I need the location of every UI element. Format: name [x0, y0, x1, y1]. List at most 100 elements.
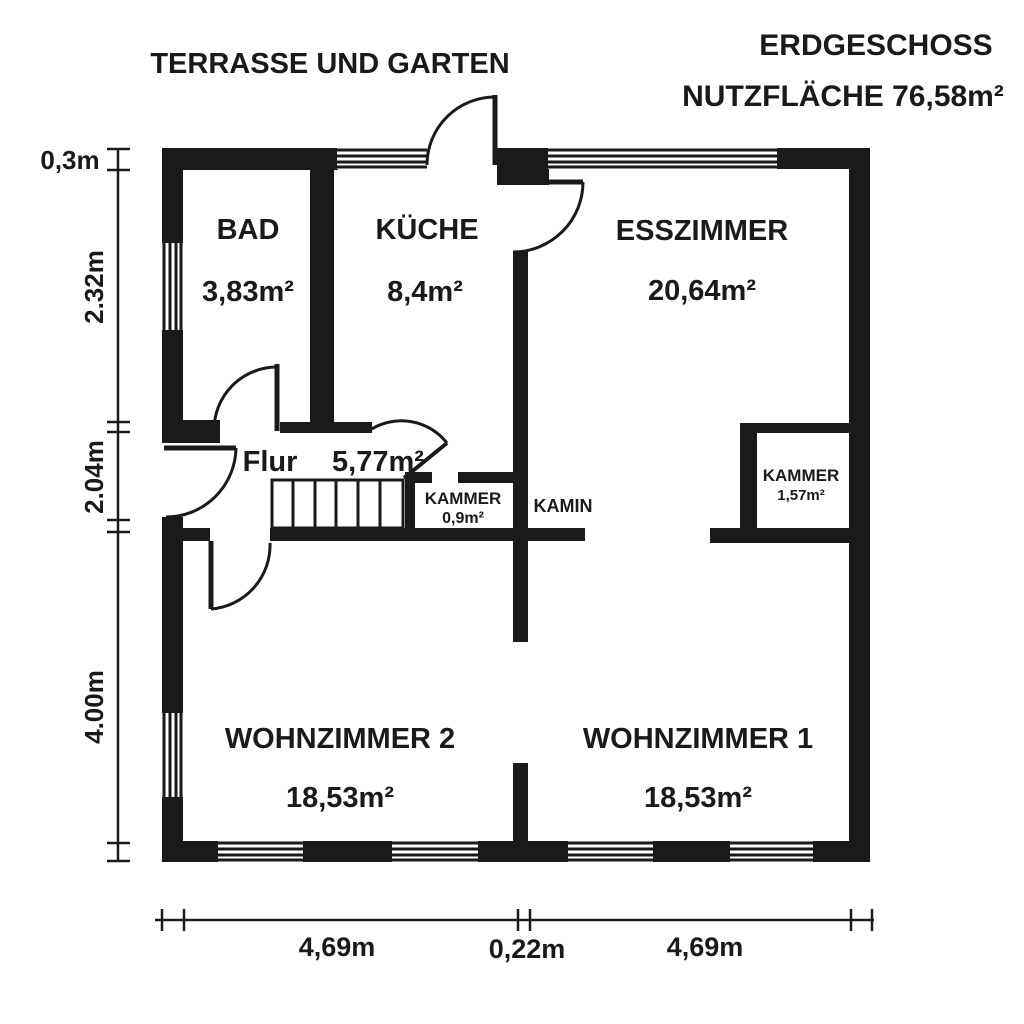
door-swing-arc	[425, 95, 496, 166]
window-bad	[162, 243, 183, 330]
stairs	[270, 478, 405, 530]
room-area-flur: 5,77m²	[332, 446, 424, 478]
dim-ticks-left	[107, 147, 130, 863]
interior-walls	[162, 169, 853, 841]
room-label-wohnzimmer2: WOHNZIMMER 2	[225, 723, 455, 755]
window-wohnzimmer2-west	[162, 713, 183, 797]
wall-flur-south-right	[270, 528, 585, 541]
window-bottom-3	[568, 841, 653, 862]
door-bad	[212, 364, 280, 431]
wall-wohnzimmer-divider	[513, 763, 528, 841]
dimension-lines: 0,3m 2.32m 2.04m 4.00m 4,69m 0,22m 4,69m	[40, 145, 874, 964]
dim-label-2-04m: 2.04m	[79, 440, 109, 514]
door-leaf	[402, 441, 449, 480]
door-terrace	[425, 95, 498, 166]
room-label-wohnzimmer1: WOHNZIMMER 1	[583, 723, 813, 755]
usable-area-label: NUTZFLÄCHE 76,58m²	[682, 80, 1004, 113]
windows	[162, 148, 813, 862]
window-glass-lines	[218, 841, 303, 862]
room-label-kamin: KAMIN	[534, 496, 593, 516]
window-pane	[337, 148, 427, 169]
terrace-label: TERRASSE UND GARTEN	[150, 48, 509, 80]
window-pane	[218, 841, 303, 862]
door-swing-arc	[165, 447, 238, 519]
wall-middle-vertical	[513, 252, 528, 642]
wall-bottom-3	[478, 841, 568, 862]
room-area-bad: 3,83m²	[202, 276, 294, 308]
wall-bad-kueche	[310, 169, 334, 422]
room-label-kueche: KÜCHE	[375, 213, 478, 246]
wall-esszimmer-south	[710, 528, 853, 543]
room-label-flur: Flur	[243, 446, 298, 478]
wall-left-1	[162, 148, 183, 243]
wall-bottom-2	[303, 841, 392, 862]
door-entrance	[164, 445, 238, 519]
wall-top-right	[777, 148, 870, 169]
window-glass-lines	[548, 148, 777, 169]
door-kueche-flur	[369, 419, 449, 480]
dim-label-0-22m: 0,22m	[489, 934, 566, 964]
wall-kammer-gross-top	[740, 423, 853, 433]
wall-bottom-5	[813, 841, 870, 862]
stairs-treads	[291, 480, 382, 528]
door-wohnzimmer2	[208, 541, 272, 611]
wall-left-3	[162, 517, 183, 713]
doors	[164, 95, 585, 611]
window-glass-lines	[392, 841, 478, 862]
window-glass-lines	[162, 243, 183, 330]
window-bottom-1	[218, 841, 303, 862]
dim-label-4-69m-left: 4,69m	[299, 932, 376, 962]
room-label-kammer-gross: KAMMER	[763, 466, 840, 485]
room-area-kueche: 8,4m²	[387, 276, 463, 308]
wall-flur-south-left	[162, 528, 210, 541]
window-glass-lines	[337, 148, 427, 169]
wall-bad-south	[162, 420, 220, 443]
room-area-wohnzimmer2: 18,53m²	[286, 782, 394, 814]
wall-left-2	[162, 330, 183, 443]
window-glass-lines	[568, 841, 653, 862]
window-bottom-4	[730, 841, 813, 862]
window-glass-lines	[162, 713, 183, 797]
room-label-kammer-klein: KAMMER	[425, 489, 502, 508]
door-swing-arc	[512, 181, 585, 254]
room-labels: BAD 3,83m² KÜCHE 8,4m² ESSZIMMER 20,64m²…	[202, 213, 839, 814]
window-esszimmer	[548, 148, 777, 169]
wall-kammer-klein-top-right	[458, 472, 513, 483]
wall-bottom-1	[162, 841, 218, 862]
wall-kammer-klein-left	[405, 472, 415, 530]
dim-label-0-3m: 0,3m	[40, 145, 99, 175]
window-pane	[568, 841, 653, 862]
window-pane	[162, 243, 183, 330]
room-label-bad: BAD	[217, 214, 280, 246]
room-area-kammer-klein: 0,9m²	[442, 510, 484, 527]
window-pane	[162, 713, 183, 797]
dim-label-4-00m: 4.00m	[79, 670, 109, 744]
window-kueche	[337, 148, 427, 169]
wall-kammer-klein-top-left	[405, 472, 432, 483]
wall-kueche-south	[280, 422, 372, 433]
window-pane	[548, 148, 777, 169]
room-area-esszimmer: 20,64m²	[648, 275, 756, 307]
wall-right	[849, 148, 870, 862]
dim-label-4-69m-right: 4,69m	[667, 932, 744, 962]
door-swing-arc	[210, 542, 272, 611]
room-area-wohnzimmer1: 18,53m²	[644, 782, 752, 814]
dim-label-2-32m: 2.32m	[79, 250, 109, 324]
window-glass-lines	[730, 841, 813, 862]
wall-top-middle	[497, 148, 549, 185]
window-bottom-2	[392, 841, 478, 862]
room-area-kammer-gross: 1,57m²	[777, 487, 825, 504]
wall-bottom-4	[653, 841, 730, 862]
dim-ticks-bottom	[160, 909, 874, 931]
window-pane	[730, 841, 813, 862]
room-label-esszimmer: ESSZIMMER	[616, 215, 788, 247]
wall-kammer-gross-left	[740, 423, 757, 530]
door-swing-arc	[369, 419, 449, 444]
door-swing-arc	[212, 365, 278, 431]
door-esszimmer	[512, 179, 585, 254]
window-pane	[392, 841, 478, 862]
outer-walls	[162, 148, 870, 862]
wall-top-left	[162, 148, 338, 170]
